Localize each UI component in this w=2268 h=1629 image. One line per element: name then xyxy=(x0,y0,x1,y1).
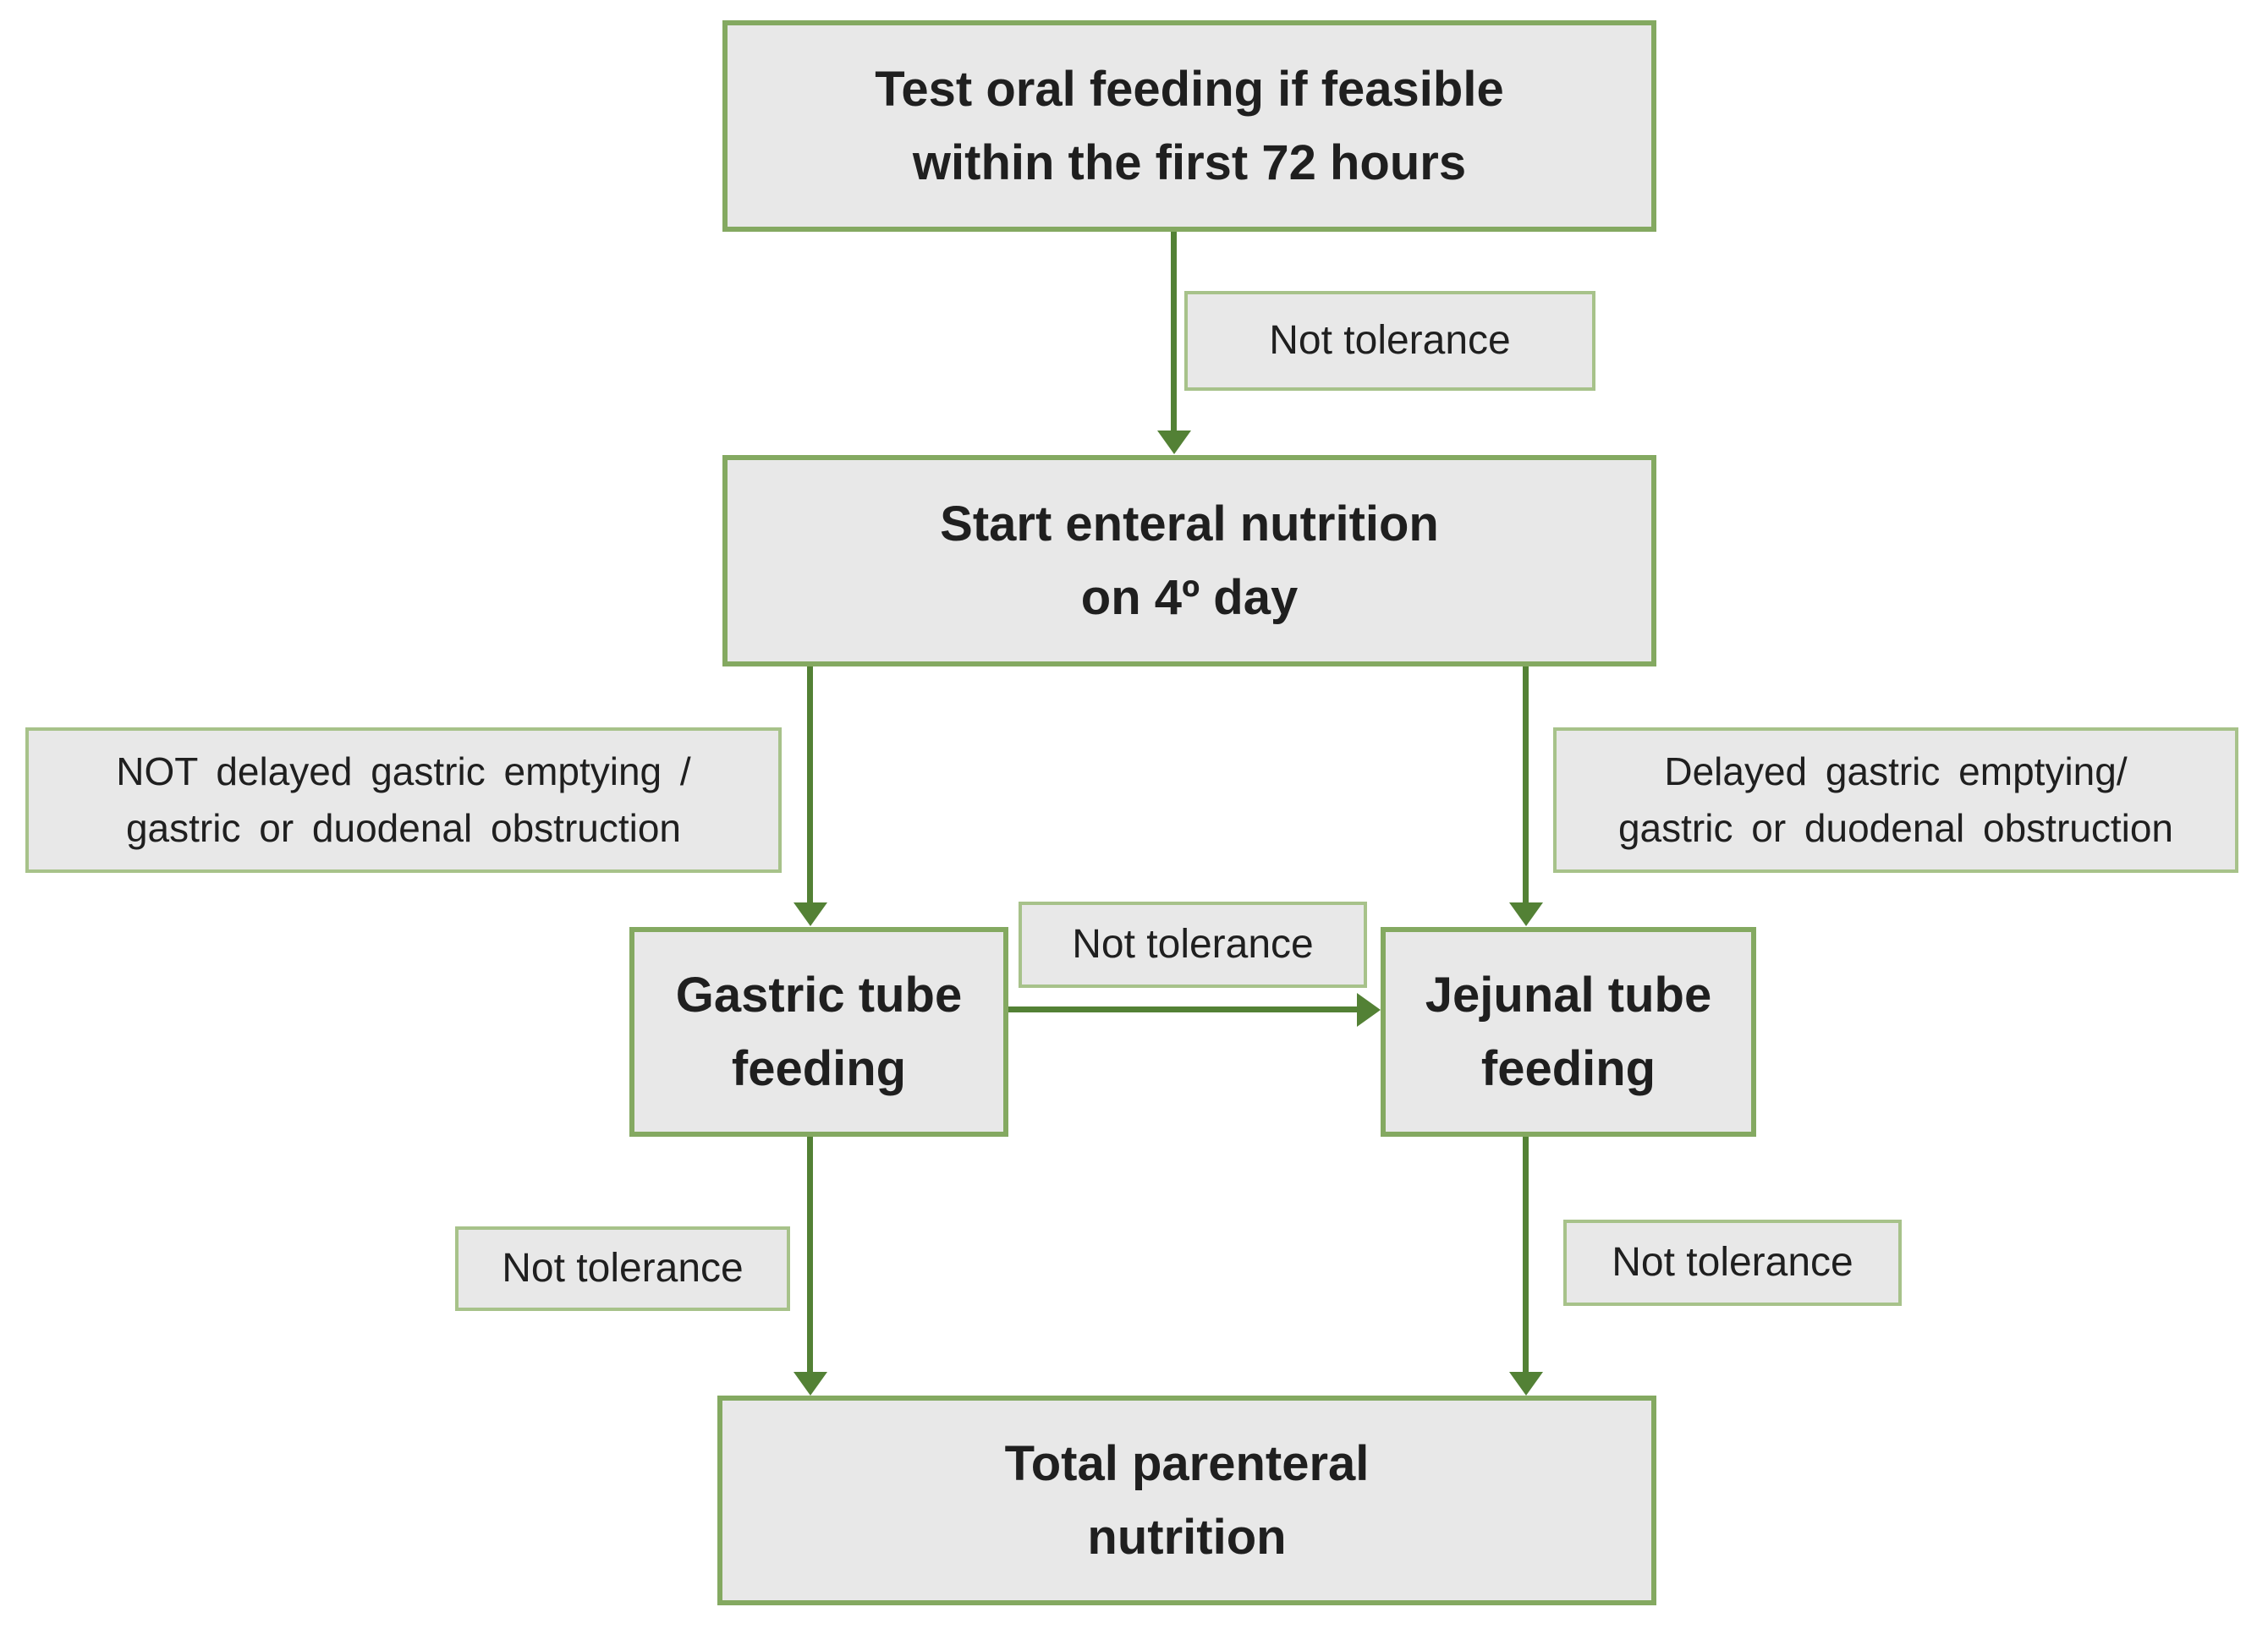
edge-label-delayed-gastric-emptying-text: Delayed gastric emptying/ gastric or duo… xyxy=(1617,749,2174,850)
arrow-enteral-to-gastric xyxy=(807,666,813,905)
edge-label-not-tolerance-bottom-right: Not tolerance xyxy=(1563,1220,1902,1306)
edge-label-not-tolerance-bottom-left-text: Not tolerance xyxy=(502,1246,744,1292)
arrow-gastric-to-jejunal xyxy=(1008,1006,1360,1012)
node-start-enteral-nutrition: Start enteral nutrition on 4º day xyxy=(722,455,1656,666)
arrow-gastric-to-tpn xyxy=(807,1137,813,1374)
arrow-oral-to-enteral-head xyxy=(1157,431,1191,454)
arrow-oral-to-enteral xyxy=(1171,232,1177,433)
edge-label-not-tolerance-bottom-right-text: Not tolerance xyxy=(1612,1240,1853,1286)
arrow-gastric-to-tpn-head xyxy=(794,1372,827,1396)
arrow-jejunal-to-tpn xyxy=(1523,1137,1529,1374)
node-start-enteral-nutrition-label: Start enteral nutrition on 4º day xyxy=(940,496,1439,625)
node-jejunal-tube-feeding: Jejunal tube feeding xyxy=(1381,927,1756,1137)
node-total-parenteral-nutrition: Total parenteral nutrition xyxy=(717,1396,1656,1605)
node-total-parenteral-nutrition-label: Total parenteral nutrition xyxy=(1004,1436,1370,1565)
node-gastric-tube-feeding-label: Gastric tube feeding xyxy=(675,968,963,1096)
edge-label-not-tolerance-top: Not tolerance xyxy=(1184,291,1595,391)
edge-label-delayed-gastric-emptying: Delayed gastric emptying/ gastric or duo… xyxy=(1553,727,2238,873)
arrow-enteral-to-jejunal-head xyxy=(1509,902,1543,926)
node-gastric-tube-feeding: Gastric tube feeding xyxy=(629,927,1008,1137)
edge-label-not-tolerance-middle-text: Not tolerance xyxy=(1072,922,1314,968)
arrow-enteral-to-gastric-head xyxy=(794,902,827,926)
node-jejunal-tube-feeding-label: Jejunal tube feeding xyxy=(1425,968,1712,1096)
edge-label-not-delayed-gastric-emptying-text: NOT delayed gastric emptying / gastric o… xyxy=(116,749,691,850)
edge-label-not-tolerance-middle: Not tolerance xyxy=(1019,902,1367,988)
edge-label-not-tolerance-top-text: Not tolerance xyxy=(1269,318,1511,364)
edge-label-not-tolerance-bottom-left: Not tolerance xyxy=(455,1226,790,1311)
node-test-oral-feeding: Test oral feeding if feasible within the… xyxy=(722,20,1656,232)
arrow-enteral-to-jejunal xyxy=(1523,666,1529,905)
edge-label-not-delayed-gastric-emptying: NOT delayed gastric emptying / gastric o… xyxy=(25,727,782,873)
arrow-gastric-to-jejunal-head xyxy=(1357,993,1381,1027)
arrow-jejunal-to-tpn-head xyxy=(1509,1372,1543,1396)
node-test-oral-feeding-label: Test oral feeding if feasible within the… xyxy=(875,62,1504,190)
